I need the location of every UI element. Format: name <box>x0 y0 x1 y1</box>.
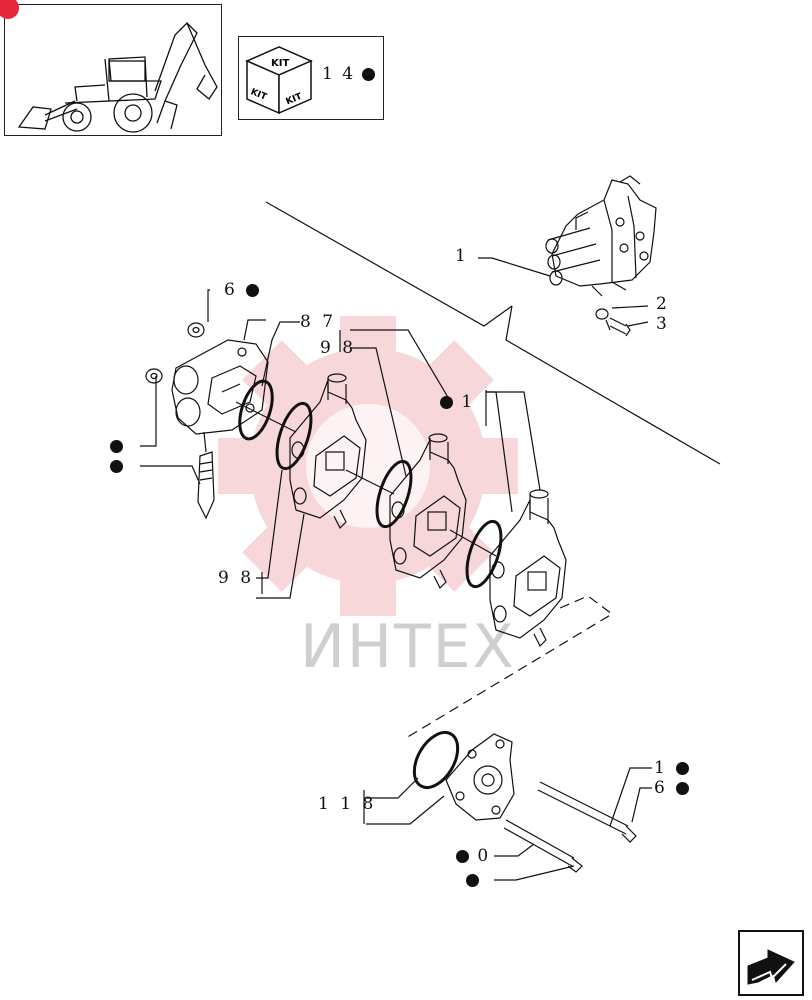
valve-section-2 <box>389 433 467 590</box>
inlet-section <box>171 339 269 435</box>
corner-badge <box>0 0 19 19</box>
valve-section-1 <box>289 373 367 530</box>
callout-2: 2 <box>656 294 670 314</box>
callout-dot-left-b <box>110 458 123 475</box>
assembled-valve <box>545 175 657 297</box>
valve-section-3 <box>489 489 567 648</box>
callout-1-1-8: 1 1 8 <box>318 794 377 814</box>
callout-9-8-bottom: 9 8 <box>218 568 255 588</box>
callout-1: 1 <box>455 246 469 266</box>
bullet-dot <box>466 874 479 887</box>
next-page-button[interactable] <box>738 930 804 996</box>
callout-3: 3 <box>656 314 670 334</box>
callout-10: 0 <box>456 848 491 865</box>
callout-dot-bottom <box>466 872 479 889</box>
kit-reference-number: 1 4 <box>322 64 356 84</box>
bullet-dot <box>676 782 690 795</box>
callout-12: 1 <box>440 394 475 411</box>
tractor-loader-icon <box>17 22 218 133</box>
outlet-section <box>412 731 515 821</box>
bullet-dot <box>246 284 260 297</box>
kit-label-top: KIT <box>271 58 289 69</box>
bullet-dot <box>110 460 123 473</box>
callout-6-top: 6 <box>224 282 260 299</box>
bullet-dot <box>676 762 690 775</box>
kit-reference-box: KIT KIT KIT <box>238 36 384 120</box>
bullet-dot <box>456 850 469 863</box>
callout-8-7: 8 7 <box>300 312 337 332</box>
bullet-dot <box>110 440 123 453</box>
next-page-arrow-icon <box>747 949 795 985</box>
kit-box-icon: KIT KIT KIT <box>245 46 313 115</box>
watermark-text: ИНТЕХ <box>300 612 516 682</box>
bullet-dot <box>440 396 453 409</box>
kit-reference: 1 4 <box>322 64 376 84</box>
callout-14: 1 <box>654 760 690 777</box>
machine-thumbnail <box>0 0 222 136</box>
callout-9-8-top: 9 8 <box>320 338 357 358</box>
callout-6-bottom: 6 <box>654 780 690 797</box>
callout-dot-left-a <box>110 438 123 455</box>
bullet-dot <box>362 68 376 81</box>
